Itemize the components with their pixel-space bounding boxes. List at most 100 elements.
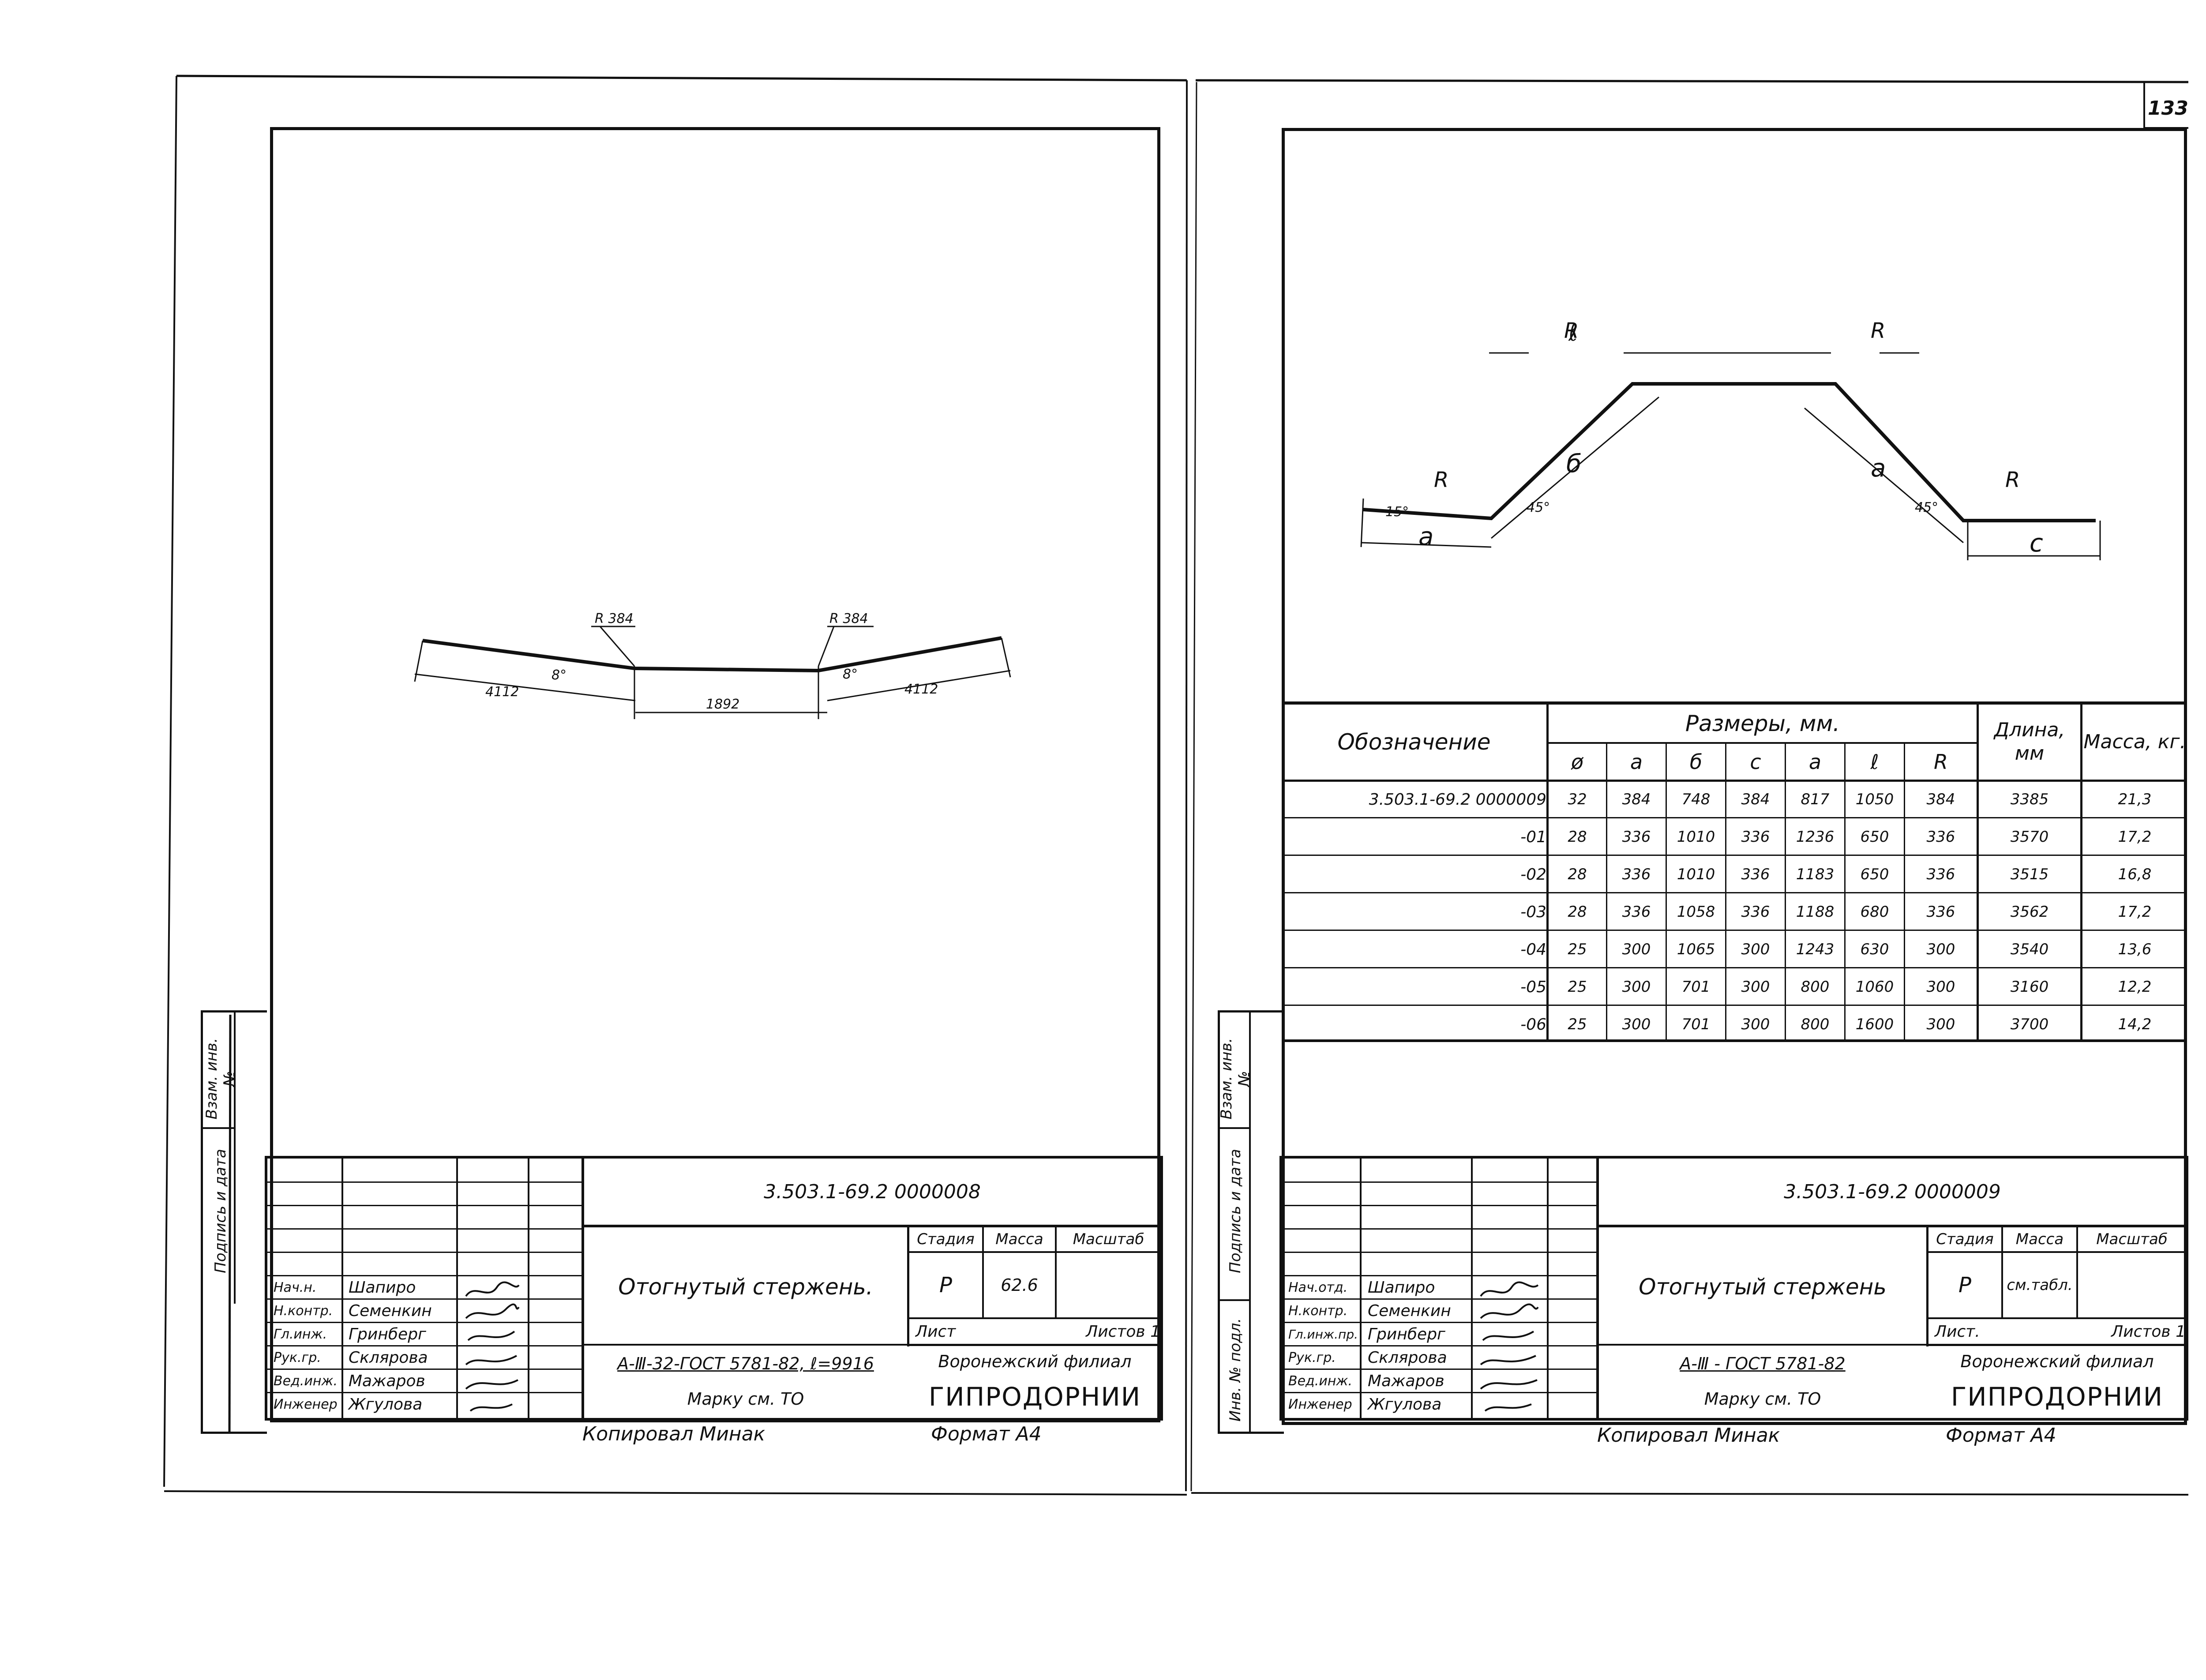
table-cell: 17,2: [2118, 828, 2152, 846]
dimensions-table: Обозначение Размеры, мм. Длина, мм Масса…: [1282, 701, 2187, 1042]
table-cell: 701: [1681, 978, 1711, 996]
left-signer-role-5: Вед.инж.: [274, 1373, 338, 1389]
table-cell: 21,3: [2118, 791, 2152, 808]
page-number: 133: [2148, 97, 2188, 120]
left-drawing-frame: [270, 127, 1160, 1422]
subheader-cell: а: [1630, 750, 1643, 774]
radius-left-text: R 384: [595, 611, 634, 626]
left-stage-value: Р: [939, 1273, 952, 1298]
table-cell: 1010: [1677, 866, 1715, 883]
table-row-designation: -04: [1520, 940, 1546, 959]
table-cell: 336: [1926, 903, 1955, 921]
left-signer-role-6: Инженер: [274, 1396, 338, 1412]
dim-left-text: 4112: [485, 684, 519, 700]
r-bottom-left: R: [1434, 468, 1449, 492]
right-signer-role-5: Вед.инж.: [1288, 1373, 1352, 1389]
table-row-designation: 3.503.1-69.2 0000009: [1369, 790, 1546, 809]
table-cell: 1050: [1855, 791, 1894, 808]
table-row-designation: -03: [1520, 903, 1546, 921]
left-signers-table: Нач.н. Шапиро Н.контр. Семенкин Гл.инж. …: [267, 1159, 582, 1418]
table-cell: 336: [1926, 828, 1955, 846]
table-row-designation: -02: [1520, 865, 1546, 884]
left-signer-role-1: Нач.н.: [274, 1279, 317, 1295]
table-cell: 300: [1926, 978, 1955, 996]
table-cell: 336: [1926, 866, 1955, 883]
table-cell: 16,8: [2118, 866, 2152, 883]
table-cell: 3385: [2010, 791, 2049, 808]
table-cell: 336: [1622, 903, 1651, 921]
table-cell: 1183: [1796, 866, 1835, 883]
table-cell: 28: [1568, 903, 1587, 921]
right-signer-role-3: Гл.инж.пр.: [1288, 1327, 1358, 1342]
table-cell: 300: [1741, 941, 1770, 958]
right-scale-header: Масштаб: [2096, 1230, 2168, 1248]
table-cell: 336: [1741, 828, 1770, 846]
table-cell: 336: [1741, 866, 1770, 883]
table-cell: 25: [1568, 978, 1587, 996]
table-cell: 25: [1568, 941, 1587, 958]
angle-left-text: 8°: [552, 668, 567, 683]
right-signer-role-4: Рук.гр.: [1288, 1350, 1336, 1365]
left-org-2: ГИПРОДОРНИИ: [928, 1382, 1141, 1412]
table-cell: 3515: [2010, 866, 2049, 883]
left-sheet-label: Лист: [915, 1322, 956, 1341]
right-footer-copy: Копировал Минак: [1597, 1424, 1780, 1447]
table-cell: 336: [1741, 903, 1770, 921]
table-cell: 680: [1860, 903, 1889, 921]
right-mass-value: см.табл.: [2007, 1276, 2073, 1294]
right-signer-name-6: Жгулова: [1368, 1395, 1442, 1414]
right-stage-header: Стадия: [1936, 1230, 1994, 1248]
table-cell: 300: [1741, 978, 1770, 996]
header-length: Длина, мм: [1994, 719, 2065, 765]
table-row-designation: -01: [1520, 828, 1546, 846]
left-mass-value: 62.6: [1001, 1275, 1038, 1295]
table-row-designation: -06: [1520, 1015, 1546, 1034]
right-signer-name-5: Мажаров: [1368, 1372, 1444, 1390]
left-footer-copy: Копировал Минак: [582, 1423, 765, 1445]
table-cell: 3700: [2010, 1016, 2049, 1033]
right-org-1: Воронежский филиал: [1960, 1352, 2154, 1371]
table-cell: 25: [1568, 1016, 1587, 1033]
table-cell: 14,2: [2118, 1016, 2152, 1033]
radius-right-text: R 384: [829, 611, 868, 626]
table-cell: 300: [1622, 941, 1651, 958]
left-doc-code: 3.503.1-69.2 0000008: [764, 1180, 981, 1203]
table-cell: 3562: [2010, 903, 2049, 921]
table-cell: 650: [1860, 828, 1889, 846]
subheader-cell: ø: [1571, 750, 1584, 774]
table-cell: 748: [1681, 791, 1711, 808]
b-label: б: [1566, 450, 1582, 478]
table-cell: 336: [1622, 866, 1651, 883]
table-cell: 384: [1926, 791, 1955, 808]
table-cell: 1236: [1796, 828, 1835, 846]
left-signatures: [465, 1281, 520, 1412]
table-cell: 817: [1801, 791, 1830, 808]
table-cell: 1243: [1796, 941, 1835, 958]
subheader-cell: б: [1689, 750, 1703, 774]
right-side-stamp: Взам. инв. № Подпись и дата Инв. № подл.: [1218, 1010, 1284, 1434]
table-cell: 300: [1741, 1016, 1770, 1033]
table-cell: 384: [1741, 791, 1770, 808]
right-sheets-label: Листов 1: [2111, 1322, 2186, 1341]
header-mass: Масса, кг.: [2083, 730, 2186, 753]
table-cell: 701: [1681, 1016, 1711, 1033]
right-brand: Марку см. ТО: [1704, 1389, 1821, 1409]
right-signer-role-6: Инженер: [1288, 1396, 1352, 1412]
right-mass-header: Масса: [2015, 1230, 2064, 1248]
table-cell: 3540: [2010, 941, 2049, 958]
table-row-designation: -05: [1520, 978, 1546, 996]
left-signer-name-6: Жгулова: [349, 1395, 423, 1414]
table-cell: 384: [1622, 791, 1651, 808]
left-material: А-Ⅲ-32-ГОСТ 5781-82, ℓ=9916: [617, 1354, 874, 1373]
ell-label: ℓ: [1568, 320, 1578, 346]
angle-right-text: 8°: [843, 667, 858, 682]
left-org-1: Воронежский филиал: [938, 1352, 1132, 1371]
subheader-cell: а: [1808, 750, 1822, 774]
table-cell: 300: [1926, 1016, 1955, 1033]
left-signer-name-4: Склярова: [349, 1348, 428, 1367]
table-cell: 800: [1801, 978, 1830, 996]
right-signer-name-3: Гринберг: [1368, 1325, 1445, 1343]
right-signer-name-1: Шапиро: [1368, 1278, 1435, 1297]
left-title-block: Нач.н. Шапиро Н.контр. Семенкин Гл.инж. …: [265, 1156, 1163, 1421]
